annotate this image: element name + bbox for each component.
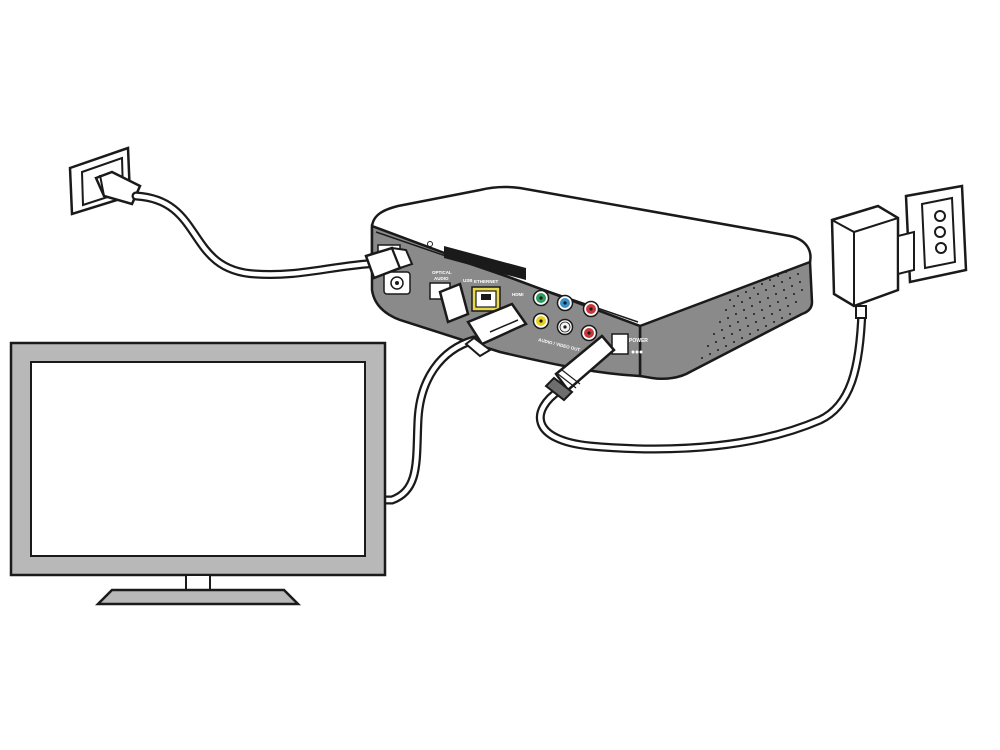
power-label: POWER [629, 338, 648, 344]
dc-power-plug [544, 334, 616, 402]
hdmi-label: HDMI [512, 292, 524, 297]
rca-white-jack [556, 318, 574, 336]
usb-label: USB [463, 278, 473, 283]
power-port: POWER [611, 333, 648, 355]
card-slot [427, 241, 526, 280]
set-top-box [370, 185, 814, 380]
rca-yellow-jack [532, 312, 550, 330]
rca-blue-jack [556, 294, 574, 312]
rca-red-jack-top [582, 300, 600, 318]
hdmi-plug [464, 302, 528, 358]
ethernet-port: ETHERNET [471, 279, 501, 312]
optical-label-2: AUDIO [434, 276, 449, 281]
tv-stand [94, 574, 302, 606]
power-cable [535, 305, 867, 454]
optical-label-1: OPTICAL [432, 270, 452, 275]
television [9, 341, 387, 606]
hdmi-cable [375, 335, 479, 505]
usb-plug: USB [438, 278, 473, 324]
antenna-box-plug [364, 246, 414, 280]
rca-red-jack-bottom [580, 324, 598, 342]
rf-out-port [383, 271, 411, 295]
side-vents [701, 267, 803, 359]
power-adapter [830, 204, 915, 319]
antenna-cable [131, 191, 383, 279]
rca-green-jack [532, 289, 550, 307]
ethernet-label: ETHERNET [474, 279, 499, 284]
power-wall-socket [904, 184, 968, 284]
